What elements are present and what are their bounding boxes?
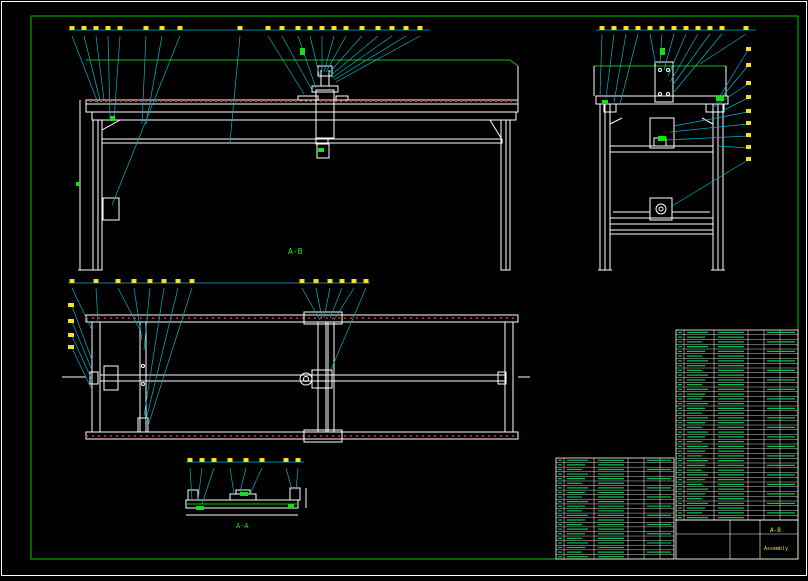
balloon-mark	[671, 26, 677, 30]
balloon-mark	[259, 458, 265, 462]
balloon-mark	[719, 26, 725, 30]
balloon-mark	[187, 458, 193, 462]
plan-left-motor	[103, 365, 119, 391]
balloon-mark	[746, 133, 751, 137]
balloon-mark	[331, 26, 337, 30]
front-motor-box	[102, 197, 120, 221]
balloon-mark	[746, 109, 751, 113]
balloon-mark	[243, 458, 249, 462]
balloon-mark	[695, 26, 701, 30]
balloon-mark	[227, 458, 233, 462]
balloon-mark	[319, 26, 325, 30]
section-view	[185, 461, 307, 516]
balloon-mark	[81, 26, 87, 30]
front-view	[68, 29, 519, 271]
balloon-mark	[189, 279, 195, 283]
balloon-mark	[115, 279, 121, 283]
balloon-mark	[69, 26, 75, 30]
balloon-mark	[177, 26, 183, 30]
title-block-subtitle: Assembly	[764, 546, 788, 552]
balloon-mark	[746, 95, 751, 99]
balloon-mark	[403, 26, 409, 30]
balloon-mark	[147, 279, 153, 283]
balloon-mark	[143, 26, 149, 30]
balloon-mark	[746, 47, 751, 51]
balloon-mark	[599, 26, 605, 30]
balloon-mark	[746, 81, 751, 85]
side-top-plate	[595, 95, 729, 105]
balloon-mark	[339, 279, 345, 283]
side-motor	[649, 197, 673, 221]
balloon-mark	[375, 26, 381, 30]
balloon-mark	[313, 279, 319, 283]
balloon-mark	[93, 26, 99, 30]
section-view-label: A-A	[236, 522, 249, 530]
side-view	[593, 29, 756, 271]
balloon-mark	[68, 303, 74, 307]
balloon-mark	[647, 26, 653, 30]
balloon-mark	[417, 26, 423, 30]
plan-view	[62, 282, 530, 443]
balloon-mark	[68, 345, 74, 349]
balloon-mark	[279, 26, 285, 30]
balloon-mark	[635, 26, 641, 30]
balloon-mark	[746, 145, 751, 149]
balloon-mark	[307, 26, 313, 30]
balloon-mark	[327, 279, 333, 283]
front-carriage	[315, 89, 335, 139]
balloon-mark	[68, 319, 74, 323]
balloon-mark	[746, 63, 751, 67]
plan-gantry	[317, 321, 327, 433]
balloon-mark	[161, 279, 167, 283]
balloon-mark	[211, 458, 217, 462]
balloon-mark	[746, 121, 751, 125]
parts-list-tables	[555, 329, 799, 560]
balloon-mark	[93, 279, 99, 283]
balloon-mark	[265, 26, 271, 30]
title-block-title: A-B	[770, 527, 781, 534]
balloon-mark	[68, 333, 74, 337]
balloon-mark	[295, 458, 301, 462]
balloon-mark	[131, 279, 137, 283]
balloon-mark	[351, 279, 357, 283]
balloon-mark	[237, 26, 243, 30]
balloon-mark	[117, 26, 123, 30]
balloon-mark	[159, 26, 165, 30]
callout-balloons	[68, 26, 751, 462]
balloon-mark	[299, 279, 305, 283]
title-block: A-B Assembly	[675, 519, 799, 560]
balloon-mark	[611, 26, 617, 30]
balloon-mark	[659, 26, 665, 30]
front-view-label: A-B	[288, 247, 303, 256]
balloon-mark	[359, 26, 365, 30]
balloon-mark	[105, 26, 111, 30]
balloon-mark	[683, 26, 689, 30]
balloon-mark	[175, 279, 181, 283]
balloon-mark	[707, 26, 713, 30]
balloon-mark	[69, 279, 75, 283]
inner-border	[30, 15, 799, 560]
balloon-mark	[199, 458, 205, 462]
balloon-mark	[746, 157, 751, 161]
balloon-mark	[363, 279, 369, 283]
side-slider	[649, 117, 675, 149]
side-carriage-plate	[654, 61, 674, 103]
balloon-mark	[623, 26, 629, 30]
balloon-mark	[283, 458, 289, 462]
balloon-mark	[743, 26, 749, 30]
balloon-mark	[295, 26, 301, 30]
balloon-mark	[343, 26, 349, 30]
balloon-mark	[389, 26, 395, 30]
